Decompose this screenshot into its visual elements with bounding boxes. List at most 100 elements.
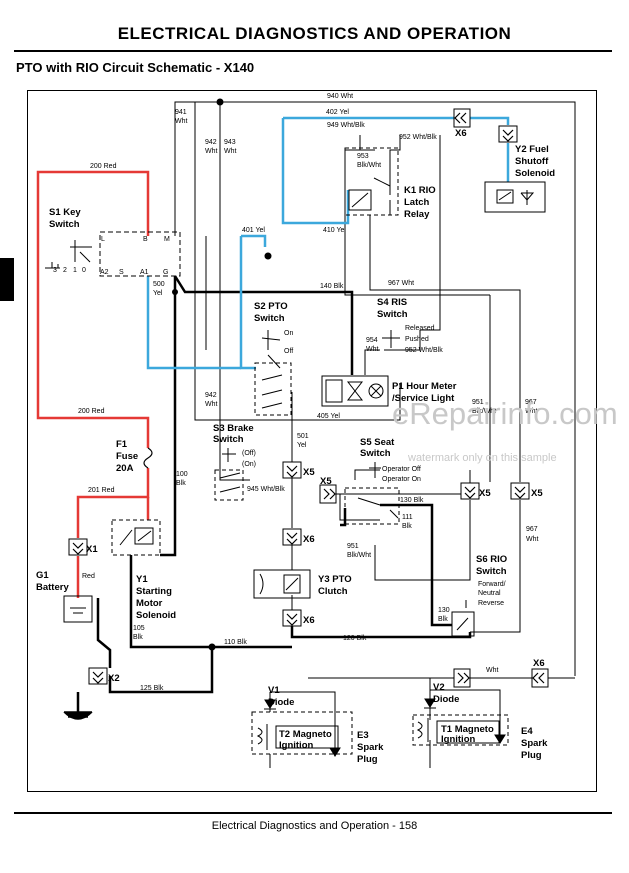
x6-connector-icon	[453, 108, 471, 128]
wire-label: 410 Yel	[323, 227, 346, 234]
svg-text:M: M	[164, 236, 170, 243]
wire-label: 943	[224, 139, 236, 146]
wire-label: 953	[357, 153, 369, 160]
wire-label: 140 Blk	[320, 283, 344, 290]
y3-label: Y3 PTO	[318, 574, 352, 585]
y3-label: Clutch	[318, 586, 348, 597]
s6-label: S6 RIO	[476, 554, 507, 565]
wire-label: 949 Wht/Blk	[327, 122, 365, 129]
wire-label: 200 Red	[78, 408, 105, 415]
wire-label: 942	[205, 139, 217, 146]
x5-connector-icon	[282, 461, 302, 479]
y1-label: Solenoid	[136, 610, 176, 621]
t1-magneto-symbol	[412, 714, 509, 746]
s6-neutral-label: Neutral	[478, 590, 501, 597]
t2-magneto-symbol	[251, 711, 353, 755]
x6-label: X6	[455, 128, 467, 139]
s4-pushed-label: Pushed	[405, 336, 429, 343]
wire-label: 130 Blk	[400, 497, 424, 504]
x5-connector-icon	[460, 482, 480, 500]
wire-label: 201 Red	[88, 487, 115, 494]
t2-label: Ignition	[279, 740, 313, 751]
g1-label: Battery	[36, 582, 69, 593]
blue-wires	[146, 116, 510, 370]
s6-rio-switch-symbol	[451, 600, 475, 637]
y1-solenoid-symbol	[111, 519, 161, 556]
wire-label: 405 Yel	[317, 413, 340, 420]
x6-connector-icon	[453, 668, 471, 688]
s5-seat-switch-symbol	[344, 462, 400, 525]
s5-label: S5 Seat	[360, 437, 395, 448]
wire-label: 130	[438, 607, 450, 614]
p1-label: /Service Light	[392, 393, 455, 404]
s2-on-label: On	[284, 330, 293, 337]
k1-label: K1 RIO	[404, 185, 436, 196]
schematic-frame	[27, 90, 597, 792]
x6-connector-icon	[531, 668, 549, 688]
y1-label: Starting	[136, 586, 172, 597]
p1-label: P1 Hour Meter	[392, 381, 457, 392]
x6-label: X6	[533, 658, 545, 669]
t1-label: Ignition	[441, 734, 475, 745]
wire-label: Wht	[205, 148, 218, 155]
svg-text:1: 1	[73, 267, 77, 274]
svg-text:2: 2	[63, 267, 67, 274]
svg-text:L: L	[101, 236, 105, 243]
g1-battery-symbol	[63, 595, 93, 623]
red-wires	[36, 170, 150, 598]
wire-label: 967 Wht	[388, 280, 414, 287]
wire-label: 110 Blk	[224, 639, 247, 646]
s1-label: S1 Key	[49, 207, 81, 218]
svg-text:B: B	[143, 236, 148, 243]
wire-label: Blk/Wht	[357, 162, 381, 169]
s4-released-label: Released	[405, 325, 435, 332]
v1-label: V1	[268, 685, 280, 696]
wire-label: Wht	[526, 536, 539, 543]
k1-label: Relay	[404, 209, 430, 220]
e3-label: Plug	[357, 754, 378, 765]
f1-fuse-symbol	[143, 447, 153, 469]
wire-label: Blk	[176, 480, 186, 487]
wire-label: 500	[153, 281, 165, 288]
wire-label: 952 Wht/Blk	[399, 134, 437, 141]
x1-label: X1	[86, 544, 98, 555]
ground-symbol	[63, 711, 93, 720]
y2-label: Shutoff	[515, 156, 549, 167]
s2-label: Switch	[254, 313, 285, 324]
x1-connector-icon	[68, 538, 88, 556]
page-header-title: ELECTRICAL DIAGNOSTICS AND OPERATION	[117, 24, 512, 43]
k1-relay-symbol	[344, 147, 399, 216]
wire-label: 952 Wht/Blk	[405, 347, 443, 354]
s4-label: S4 RIS	[377, 297, 407, 308]
wire-label: 945 Wht/Blk	[247, 486, 285, 493]
x5-label: X5	[320, 476, 332, 487]
s2-label: S2 PTO	[254, 301, 288, 312]
e4-label: Spark	[521, 738, 548, 749]
section-tab-marker	[0, 258, 14, 301]
svg-text:S: S	[119, 269, 124, 276]
diode-symbols	[264, 698, 436, 710]
wire-label: 120 Blk	[343, 635, 367, 642]
wire-label: 105	[133, 625, 145, 632]
schematic-title: PTO with RIO Circuit Schematic - X140	[16, 60, 255, 75]
s3-off-label: (Off)	[242, 450, 256, 457]
p1-hour-meter-symbol	[321, 375, 389, 407]
wire-label: Wht	[525, 408, 538, 415]
g1-label: G1	[36, 570, 49, 581]
wire-label: 111	[402, 514, 413, 521]
x5-label: X5	[303, 467, 315, 478]
f1-label: F1	[116, 439, 128, 450]
x6-connector-icon	[498, 125, 518, 143]
y2-solenoid-symbol	[484, 181, 546, 213]
x2-connector-icon	[88, 667, 108, 685]
s2-off-label: Off	[284, 348, 293, 355]
footer-rule	[14, 812, 612, 814]
wire-label: 940 Wht	[327, 93, 353, 100]
t2-label: T2 Magneto	[279, 729, 332, 740]
x5-connector-icon	[510, 482, 530, 500]
s1-key-switch-symbol	[45, 231, 181, 277]
x6-label: X6	[303, 615, 315, 626]
s1-terminal-labels: L B M A2 S A1 G 3 2 1 0	[53, 236, 170, 276]
s3-label: Switch	[213, 434, 244, 445]
